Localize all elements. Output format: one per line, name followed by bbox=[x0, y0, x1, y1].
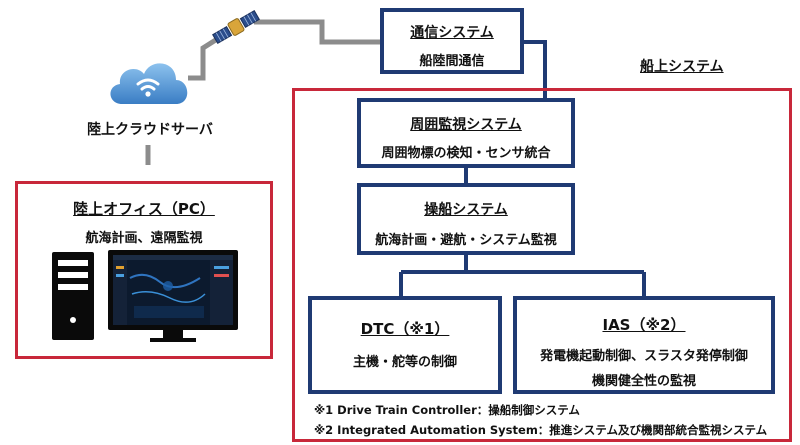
ship-handling-box: 操船システム 航海計画・避航・システム監視 bbox=[357, 183, 575, 255]
satellite-icon bbox=[212, 9, 260, 45]
land-office-sub: 航海計画、遠隔監視 bbox=[85, 231, 203, 246]
ias-sub-1: 発電機起動制御、スラスタ発停制御 bbox=[540, 349, 748, 364]
ship-handling-title: 操船システム bbox=[424, 202, 508, 218]
comm-system-sub: 船陸間通信 bbox=[419, 54, 485, 69]
dtc-title: DTC（※1） bbox=[360, 320, 450, 338]
surround-monitoring-title: 周囲監視システム bbox=[410, 117, 522, 133]
desktop-pc-icon bbox=[52, 250, 238, 342]
land-office-title: 陸上オフィス（PC） bbox=[73, 200, 215, 218]
footnote-1: ※1 Drive Train Controller：操船制御システム bbox=[314, 403, 580, 417]
cloud-server-label: 陸上クラウドサーバ bbox=[87, 122, 213, 138]
ias-sub-2: 機関健全性の監視 bbox=[591, 374, 696, 389]
surround-monitoring-box: 周囲監視システム 周囲物標の検知・センサ統合 bbox=[357, 98, 575, 168]
ship-handling-sub: 航海計画・避航・システム監視 bbox=[375, 233, 557, 248]
footnote-2: ※2 Integrated Automation System：推進システム及び… bbox=[314, 423, 768, 437]
onboard-system-container bbox=[292, 88, 792, 442]
ias-title: IAS（※2） bbox=[602, 316, 686, 334]
land-office-box: 陸上オフィス（PC） 航海計画、遠隔監視 bbox=[15, 181, 273, 359]
dtc-box: DTC（※1） 主機・舵等の制御 bbox=[308, 296, 502, 394]
onboard-system-label: 船上システム bbox=[640, 59, 724, 75]
comm-system-box: 通信システム 船陸間通信 bbox=[380, 8, 524, 74]
cloud-icon bbox=[110, 63, 188, 104]
comm-system-title: 通信システム bbox=[410, 25, 494, 41]
surround-monitoring-sub: 周囲物標の検知・センサ統合 bbox=[381, 146, 551, 161]
ias-box: IAS（※2） 発電機起動制御、スラスタ発停制御 機関健全性の監視 bbox=[513, 296, 775, 394]
dtc-sub: 主機・舵等の制御 bbox=[352, 355, 457, 370]
